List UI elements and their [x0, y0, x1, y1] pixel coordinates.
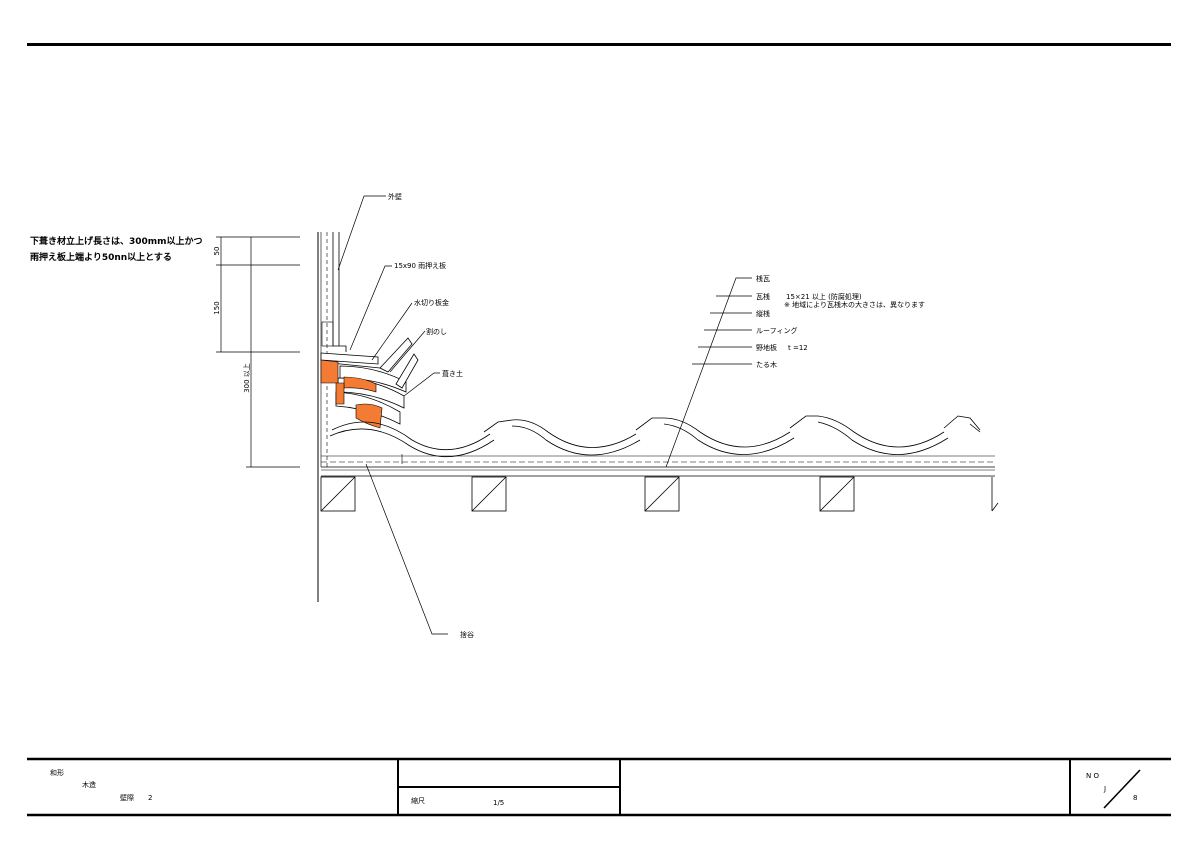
label-kawarasan-spec: 15×21 以上 (防腐処理): [786, 292, 862, 301]
label-nojiita-spec: t =12: [788, 344, 808, 352]
label-nojiita: 野地板: [756, 343, 777, 352]
wall-section: [317, 232, 340, 602]
leader-lines: [337, 195, 752, 635]
title-line-2: 木造: [82, 780, 96, 789]
roof-boards: [321, 454, 995, 477]
title-block: [27, 757, 1171, 817]
label-taruki: たる木: [756, 360, 777, 369]
scale-value: 1/5: [493, 799, 504, 807]
dim-300: 300 以上: [242, 363, 251, 393]
label-kawara: 桟瓦: [756, 274, 770, 283]
label-kawarasan-note: ※ 地域により瓦桟木の大きさは、異なります: [784, 300, 925, 309]
label-noshi: 割のし: [426, 327, 447, 336]
label-roofing: ルーフィング: [756, 326, 797, 335]
label-kawarasan: 瓦桟: [756, 292, 770, 301]
roof-tiles: [329, 415, 981, 457]
title-line-1: 和形: [50, 768, 64, 777]
rafters: [320, 476, 999, 512]
title-line-3: 壁際: [120, 793, 134, 802]
drawing-no-prefix: J: [1103, 785, 1106, 793]
label-flashing: 水切り板金: [414, 298, 449, 307]
label-outer-wall: 外壁: [388, 192, 402, 201]
title-line-3-num: 2: [148, 794, 152, 802]
note-line-2: 雨押え板上端より50nn以上とする: [30, 251, 172, 263]
scale-label: 縮尺: [411, 796, 425, 805]
mortar-fill: [320, 359, 383, 429]
sheet-top-border: [27, 43, 1171, 46]
label-sekitsui: 捨谷: [460, 630, 474, 639]
label-fill-mud: 葺き土: [442, 369, 463, 378]
drawing-no-label: N O: [1086, 772, 1099, 780]
dim-150: 150: [213, 301, 221, 314]
label-rain-board: 15x90 雨押え板: [394, 261, 446, 270]
dimension-lines: [216, 236, 300, 468]
flashing-parts: [320, 345, 381, 369]
note-line-1: 下葺き材立上げ長さは、300mm以上かつ: [30, 235, 203, 247]
drawing-no-value: 8: [1133, 794, 1137, 802]
label-tatesan: 縦桟: [756, 309, 770, 318]
dim-50: 50: [213, 247, 221, 256]
